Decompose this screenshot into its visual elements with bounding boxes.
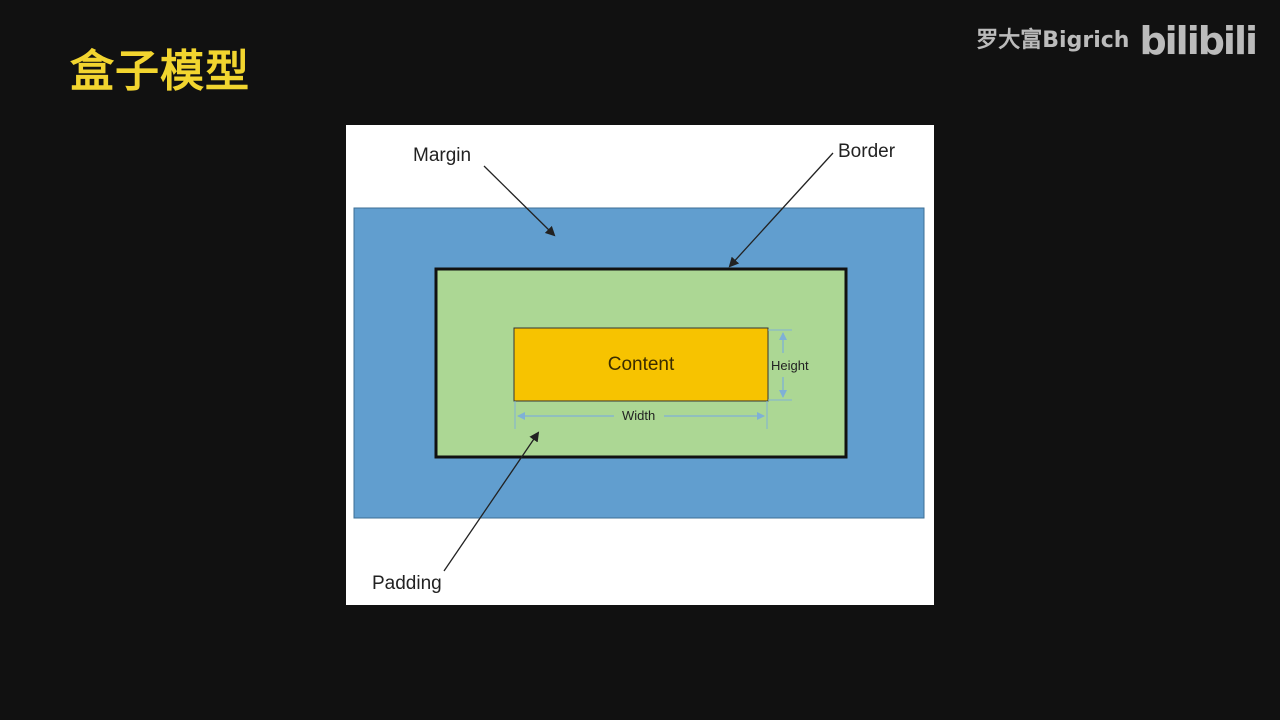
padding-pointer-arrow (443, 431, 540, 572)
width-label: Width (618, 409, 660, 422)
box-model-diagram: Margin Border Padding Content Height Wid… (346, 125, 934, 605)
height-label: Height (771, 358, 809, 373)
padding-label: Padding (372, 573, 442, 594)
bilibili-logo-icon: bilibili (1139, 19, 1258, 63)
box-model-svg (353, 152, 925, 572)
border-pointer-arrow (728, 152, 834, 268)
border-label: Border (838, 141, 896, 162)
content-label: Content (607, 354, 675, 375)
margin-label: Margin (413, 145, 472, 166)
margin-pointer-arrow (483, 165, 556, 237)
slide-title: 盒子模型 (70, 46, 250, 97)
content-area (513, 327, 769, 402)
watermark-author: 罗大富Bigrich (976, 28, 1130, 53)
watermark: 罗大富Bigrich bilibili (976, 19, 1258, 63)
